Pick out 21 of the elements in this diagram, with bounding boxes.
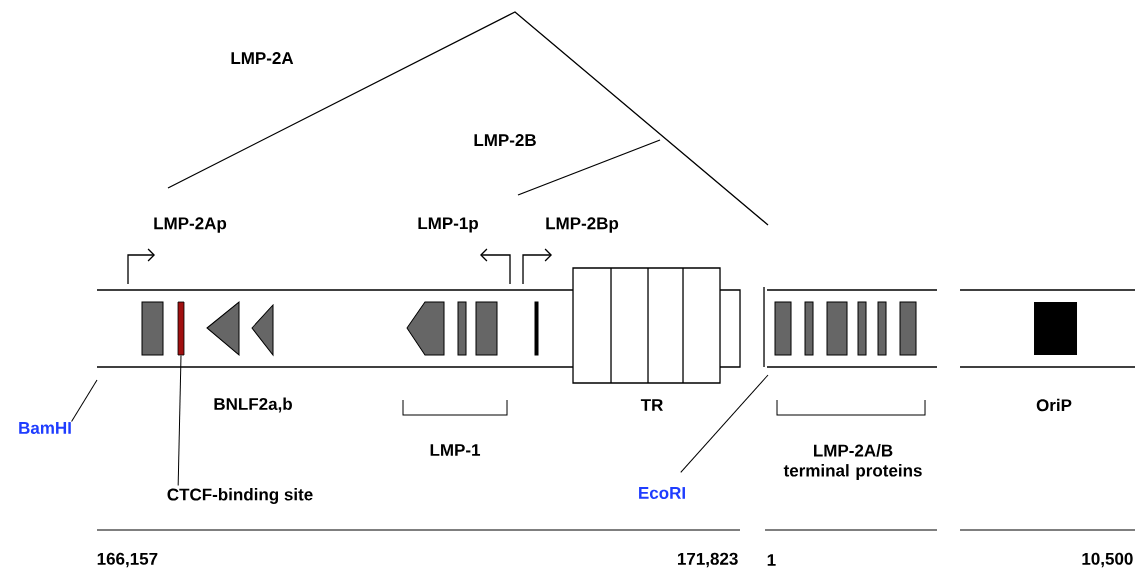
site-label: CTCF-binding site [167, 488, 313, 504]
gene-label: BNLF2a,b [214, 397, 292, 413]
coordinate-label: 10,500 [1082, 552, 1133, 568]
coordinate-label: 1 [767, 554, 776, 566]
binding-site-bar [177, 301, 185, 356]
site-label: EcoRI [639, 487, 685, 499]
leader-line [71, 379, 98, 422]
coordinate-label: 166,157 [97, 552, 158, 568]
leader-line [177, 354, 182, 486]
gene-label: LMP-1p [418, 217, 478, 233]
gene-label: LMP-1 [430, 444, 481, 456]
gene-label: LMP-2A [231, 52, 294, 64]
gene-label: OriP [1036, 398, 1072, 412]
leader-line [680, 374, 769, 473]
coordinate-label: 171,823 [678, 552, 738, 568]
gene-label: LMP-2B [474, 134, 536, 146]
gene-label: LMP-2A/B terminal proteins [783, 444, 922, 480]
site-label: BamHI [19, 422, 71, 434]
gene-label: LMP-2Ap [154, 217, 227, 233]
gene-label: LMP-2Bp [546, 217, 619, 233]
gene-label: TR [640, 399, 663, 411]
